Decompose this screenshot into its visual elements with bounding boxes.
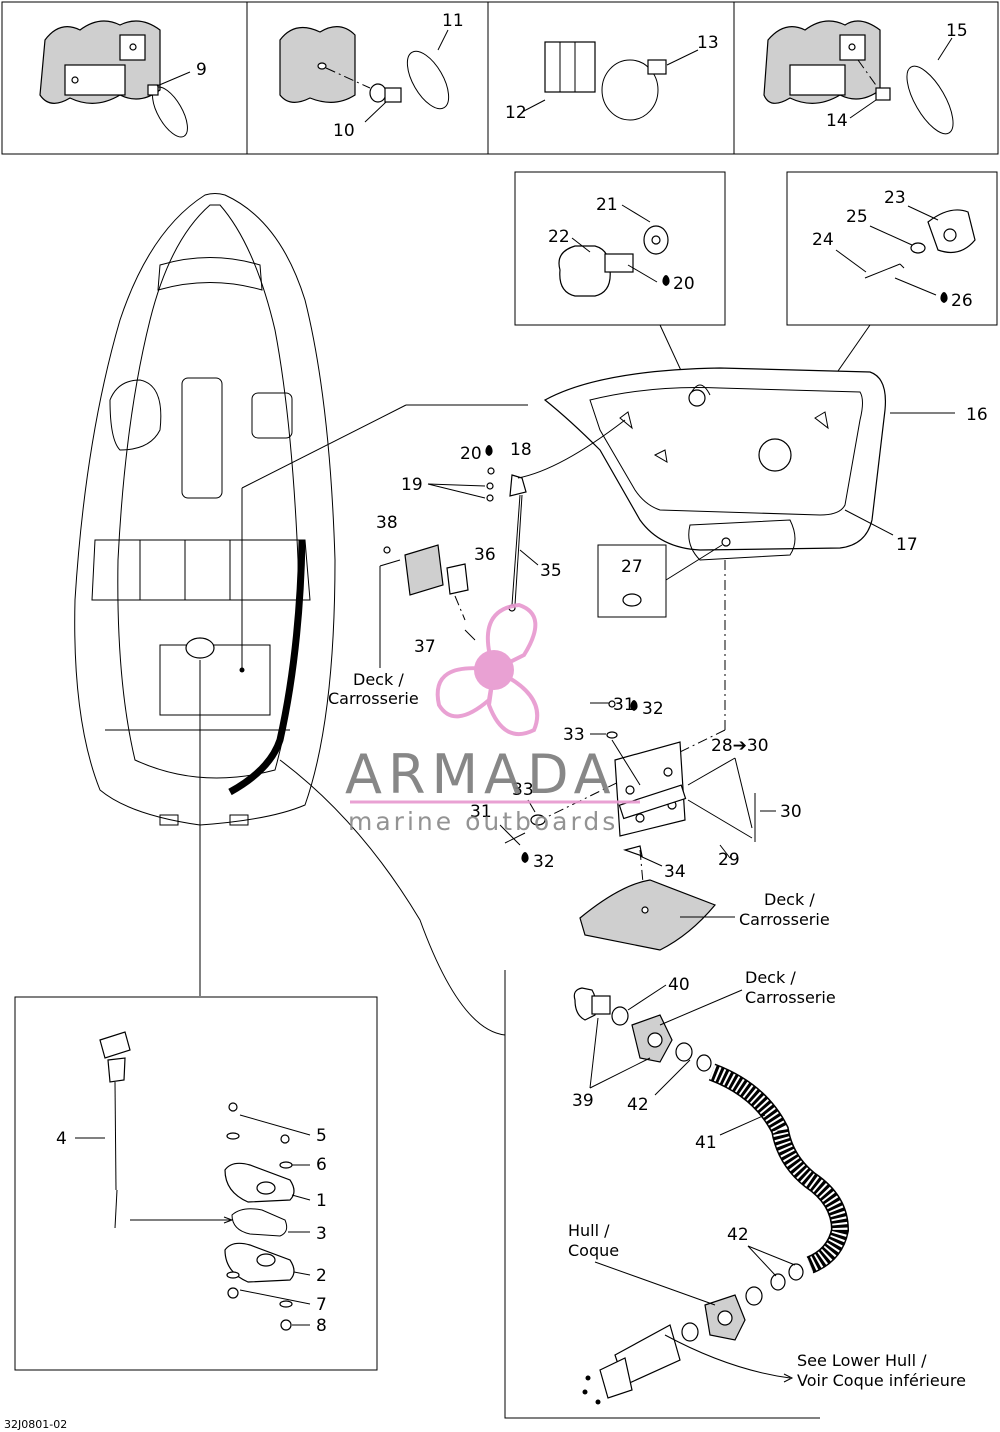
drop-icon bbox=[662, 275, 670, 286]
callout-9: 9 bbox=[196, 60, 207, 80]
callout-37: 37 bbox=[414, 637, 436, 657]
detail-box-drain-plug: 4 5 6 1 3 2 7 8 bbox=[14, 996, 378, 1371]
drop-icon-26 bbox=[940, 292, 948, 303]
deck-note-right-line1: Deck / bbox=[745, 968, 796, 987]
callout-15: 15 bbox=[946, 21, 968, 41]
detail-box-14-15: 14 15 bbox=[763, 20, 968, 135]
see-lower-hull-line1: See Lower Hull / bbox=[797, 1351, 927, 1370]
callout-42-bottom: 42 bbox=[727, 1225, 749, 1245]
callout-20: 20 bbox=[460, 444, 482, 464]
callout-32-bottom: 32 bbox=[533, 852, 555, 872]
watercraft-top-view bbox=[74, 193, 528, 1036]
hull-note-line1: Hull / bbox=[568, 1221, 610, 1240]
callout-31-bottom: 31 bbox=[470, 802, 492, 822]
callout-25: 25 bbox=[846, 207, 868, 227]
callout-31-top: 31 bbox=[613, 695, 635, 715]
callout-20b: 20 bbox=[673, 274, 695, 294]
callout-8: 8 bbox=[316, 1316, 327, 1336]
callout-30: 30 bbox=[780, 802, 802, 822]
strut-assembly: 18 20 19 35 38 36 37 Deck / Carrosserie bbox=[328, 419, 626, 708]
drawing-reference: 32J0801-02 bbox=[4, 1418, 67, 1431]
detail-box-10-11: 10 11 bbox=[279, 11, 464, 141]
deck-note-left-line1: Deck / bbox=[353, 670, 404, 689]
deck-note-right-line2: Carrosserie bbox=[745, 988, 836, 1007]
detail-box-9: 9 bbox=[39, 20, 207, 138]
callout-40: 40 bbox=[668, 975, 690, 995]
callout-27: 27 bbox=[621, 557, 643, 577]
deck-note-left-line2: Carrosserie bbox=[328, 689, 419, 708]
storage-cover: 16 17 bbox=[543, 367, 988, 561]
callout-28-30: 28➔30 bbox=[711, 736, 769, 756]
callout-34: 34 bbox=[664, 862, 686, 882]
callout-17: 17 bbox=[896, 535, 918, 555]
see-lower-hull-line2: Voir Coque inférieure bbox=[797, 1371, 966, 1390]
callout-3: 3 bbox=[316, 1224, 327, 1244]
callout-2: 2 bbox=[316, 1266, 327, 1286]
callout-4: 4 bbox=[56, 1129, 67, 1149]
callout-12: 12 bbox=[505, 103, 527, 123]
callout-29: 29 bbox=[718, 850, 740, 870]
callout-5: 5 bbox=[316, 1126, 327, 1146]
callout-26: 26 bbox=[951, 291, 973, 311]
propeller-logo-icon bbox=[435, 602, 540, 736]
callout-11: 11 bbox=[442, 11, 464, 31]
callout-42-top: 42 bbox=[627, 1095, 649, 1115]
callout-38: 38 bbox=[376, 513, 398, 533]
callout-14: 14 bbox=[826, 111, 848, 131]
callout-23: 23 bbox=[884, 188, 906, 208]
detail-box-12-13: 12 13 bbox=[505, 33, 719, 123]
callout-13: 13 bbox=[697, 33, 719, 53]
callout-16: 16 bbox=[966, 405, 988, 425]
callout-36: 36 bbox=[474, 545, 496, 565]
callout-32-top: 32 bbox=[642, 699, 664, 719]
callout-6: 6 bbox=[316, 1155, 327, 1175]
callout-22: 22 bbox=[548, 227, 570, 247]
callout-7: 7 bbox=[316, 1295, 327, 1315]
drop-icon-20 bbox=[485, 445, 493, 456]
callout-41: 41 bbox=[695, 1133, 717, 1153]
watermark-tagline: marine outboards bbox=[348, 807, 618, 836]
armada-watermark: ARMADA marine outboards bbox=[345, 602, 640, 836]
callout-21: 21 bbox=[596, 195, 618, 215]
callout-24: 24 bbox=[812, 230, 834, 250]
detail-box-21-22: 21 22 20 bbox=[514, 171, 726, 391]
detail-box-23-26: 23 25 24 26 bbox=[786, 171, 998, 441]
hull-note-line2: Coque bbox=[568, 1241, 619, 1260]
deck-note-mid-line2: Carrosserie bbox=[739, 910, 830, 929]
callout-18: 18 bbox=[510, 440, 532, 460]
deck-note-mid-line1: Deck / bbox=[764, 890, 815, 909]
watermark-brand: ARMADA bbox=[345, 743, 617, 806]
callout-1: 1 bbox=[316, 1191, 327, 1211]
callout-39: 39 bbox=[572, 1091, 594, 1111]
detail-box-drain-hose: 40 Deck / Carrosserie 39 42 41 42 Hull /… bbox=[504, 968, 966, 1419]
callout-35: 35 bbox=[540, 561, 562, 581]
hinge-assembly: 31 32 33 28➔30 30 29 33 31 32 34 Deck / … bbox=[470, 560, 830, 951]
callout-19: 19 bbox=[401, 475, 423, 495]
callout-33-bottom: 33 bbox=[512, 780, 534, 800]
top-detail-row: 9 10 11 12 13 bbox=[1, 1, 999, 155]
callout-33-top: 33 bbox=[563, 725, 585, 745]
callout-10: 10 bbox=[333, 121, 355, 141]
detail-box-27: 27 bbox=[597, 544, 723, 618]
